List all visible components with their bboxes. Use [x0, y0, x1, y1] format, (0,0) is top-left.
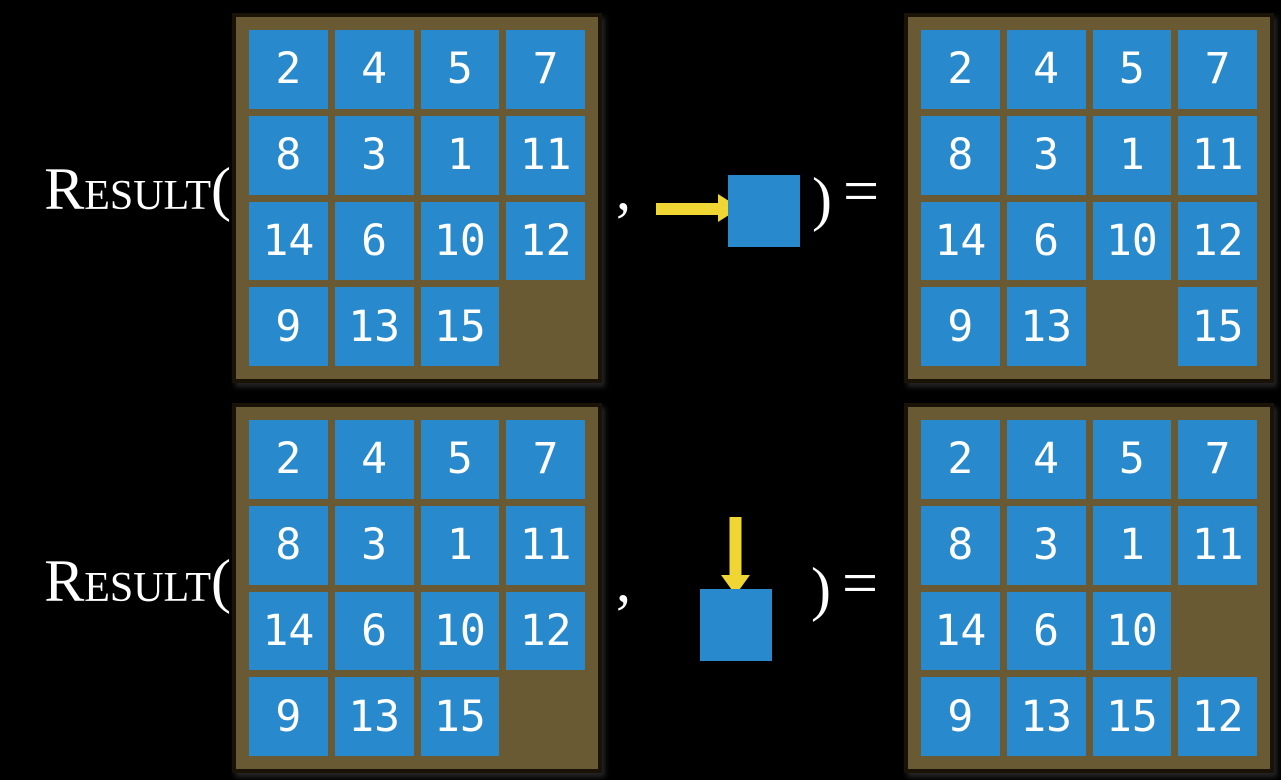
- puzzle-tile: 14: [249, 591, 328, 671]
- puzzle-tile: 15: [420, 677, 500, 756]
- puzzle-tile: 13: [1006, 287, 1086, 366]
- puzzle-tile: 13: [334, 287, 414, 366]
- puzzle-tile: 6: [334, 591, 414, 671]
- action-tile-square: [728, 175, 800, 247]
- puzzle-tile: 3: [1006, 115, 1086, 195]
- puzzle-tile: 11: [506, 505, 585, 585]
- puzzle-tile: 5: [1092, 30, 1172, 109]
- puzzle-tile: 8: [921, 505, 1000, 585]
- down-arrow-head: [721, 575, 750, 595]
- close-paren: ): [812, 166, 832, 232]
- puzzle-tile: 9: [249, 287, 328, 366]
- function-label: Result(: [44, 548, 231, 614]
- puzzle-tile: 12: [1178, 201, 1257, 281]
- puzzle-tile: 7: [506, 420, 585, 499]
- comma: ,: [616, 156, 631, 222]
- puzzle-tile: 10: [1092, 201, 1172, 281]
- puzzle-tile: 7: [1178, 30, 1257, 109]
- puzzle-tile: 9: [921, 287, 1000, 366]
- puzzle-tile: 8: [249, 115, 328, 195]
- puzzle-tile: 14: [921, 591, 1000, 671]
- puzzle-tile: 5: [420, 420, 500, 499]
- puzzle-tile: 4: [1006, 420, 1086, 499]
- puzzle-tile: 6: [1006, 201, 1086, 281]
- puzzle-tile: 1: [420, 115, 500, 195]
- puzzle-tile: 5: [1092, 420, 1172, 499]
- puzzle-tile: 2: [249, 30, 328, 109]
- puzzle-tile: 12: [1178, 677, 1257, 756]
- puzzle-tile: 2: [921, 420, 1000, 499]
- right-arrow-shaft: [656, 203, 720, 215]
- puzzle-tile: 8: [249, 505, 328, 585]
- puzzle-tile: 7: [506, 30, 585, 109]
- puzzle-tile: 6: [1006, 591, 1086, 671]
- puzzle-tile: 11: [1178, 505, 1257, 585]
- puzzle-tile: 3: [334, 115, 414, 195]
- close-paren: ): [811, 556, 831, 622]
- puzzle-tile: 9: [921, 677, 1000, 756]
- puzzle-tile: 5: [420, 30, 500, 109]
- blank-cell: [506, 287, 585, 366]
- puzzle-tile: 7: [1178, 420, 1257, 499]
- down-arrow-icon: [721, 517, 750, 595]
- puzzle-tile: 1: [1092, 115, 1172, 195]
- puzzle-tile: 13: [334, 677, 414, 756]
- puzzle-tile: 3: [334, 505, 414, 585]
- puzzle-tile: 3: [1006, 505, 1086, 585]
- equals-sign: =: [842, 547, 879, 618]
- blank-cell: [1093, 287, 1172, 366]
- puzzle-tile: 12: [506, 591, 585, 671]
- puzzle-tile: 6: [334, 201, 414, 281]
- puzzle-tile: 4: [334, 30, 414, 109]
- puzzle-tile: 10: [1092, 591, 1172, 671]
- puzzle-tile: 14: [249, 201, 328, 281]
- equals-sign: =: [843, 155, 880, 226]
- puzzle-tile: 15: [1178, 287, 1257, 366]
- action-tile-square: [700, 589, 772, 661]
- puzzle-tile: 11: [1178, 115, 1257, 195]
- puzzle-tile: 2: [249, 420, 328, 499]
- puzzle-tile: 12: [506, 201, 585, 281]
- blank-cell: [1178, 592, 1257, 671]
- puzzle-tile: 2: [921, 30, 1000, 109]
- puzzle-tile: 4: [334, 420, 414, 499]
- puzzle-tile: 15: [1092, 677, 1172, 756]
- puzzle-tile: 9: [249, 677, 328, 756]
- puzzle-tile: 15: [420, 287, 500, 366]
- down-arrow-shaft: [729, 517, 742, 577]
- puzzle-tile: 11: [506, 115, 585, 195]
- puzzle-tile: 10: [420, 201, 500, 281]
- puzzle-tile: 10: [420, 591, 500, 671]
- puzzle-tile: 13: [1006, 677, 1086, 756]
- puzzle-tile: 8: [921, 115, 1000, 195]
- puzzle-tile: 1: [1092, 505, 1172, 585]
- blank-cell: [506, 677, 585, 756]
- function-label: Result(: [44, 156, 231, 222]
- puzzle-tile: 1: [420, 505, 500, 585]
- comma: ,: [616, 548, 631, 614]
- puzzle-tile: 4: [1006, 30, 1086, 109]
- puzzle-tile: 14: [921, 201, 1000, 281]
